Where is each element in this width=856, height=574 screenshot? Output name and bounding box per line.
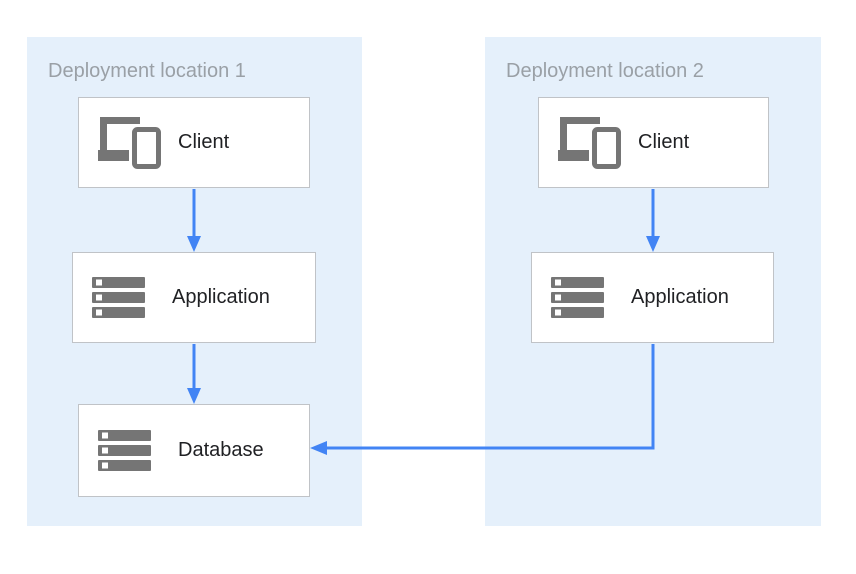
node-database-1: Database xyxy=(78,404,310,497)
node-client-2: Client xyxy=(538,97,769,188)
node-label: Application xyxy=(631,286,729,308)
server-stack-icon xyxy=(551,277,631,318)
server-stack-icon xyxy=(98,430,178,471)
client-devices-icon xyxy=(98,116,178,169)
node-label: Application xyxy=(172,286,270,308)
node-label: Client xyxy=(638,131,690,153)
server-stack-icon xyxy=(92,277,172,318)
node-label: Database xyxy=(178,439,264,461)
node-label: Client xyxy=(178,131,230,153)
client-devices-icon xyxy=(558,116,638,169)
node-client-1: Client xyxy=(78,97,310,188)
region-2-label: Deployment location 2 xyxy=(506,60,704,82)
region-1-label: Deployment location 1 xyxy=(48,60,246,82)
node-application-2: Application xyxy=(531,252,774,343)
node-application-1: Application xyxy=(72,252,316,343)
